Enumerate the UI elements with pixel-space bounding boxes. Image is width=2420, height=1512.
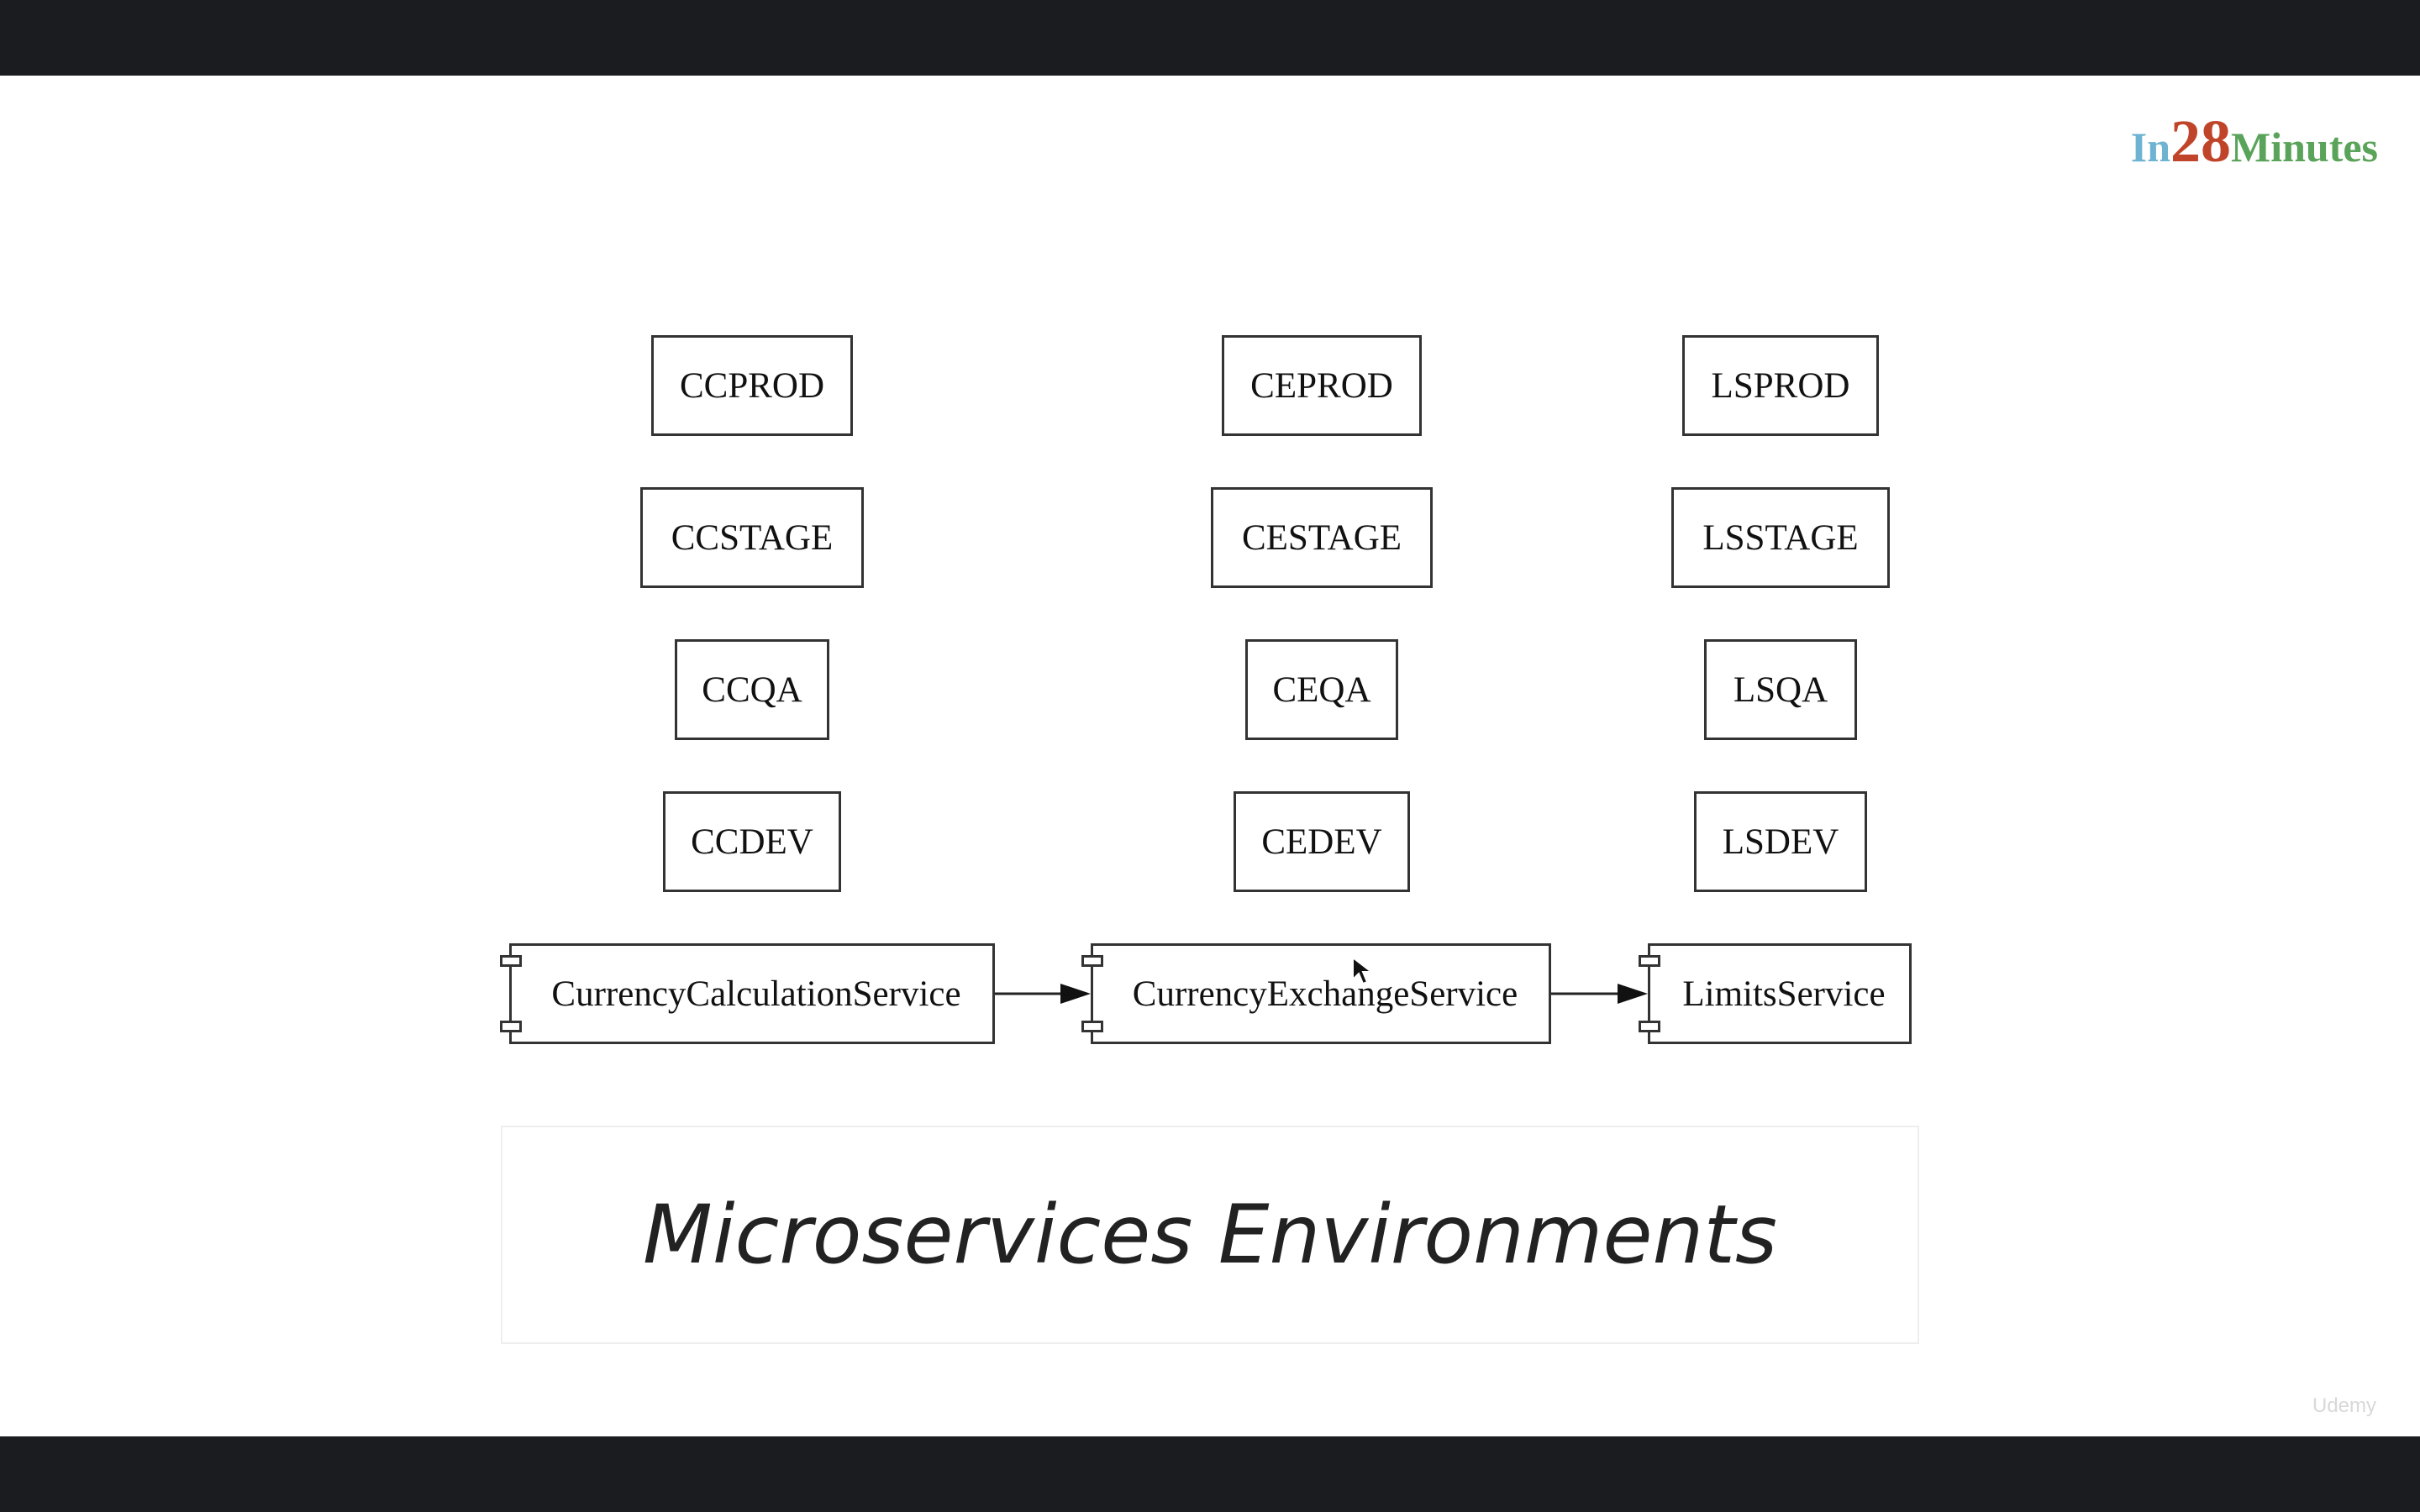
arrow-exchange-to-limits — [1551, 984, 1648, 1004]
env-box-lsqa: LSQA — [1704, 639, 1857, 740]
env-box-ceprod: CEPROD — [1222, 335, 1422, 436]
env-box-ccstage: CCSTAGE — [640, 487, 864, 588]
component-port-icon — [1639, 1021, 1660, 1032]
env-box-ccqa: CCQA — [675, 639, 829, 740]
component-port-icon — [1081, 1021, 1103, 1032]
env-box-cedev: CEDEV — [1234, 791, 1410, 892]
env-box-ccdev: CCDEV — [663, 791, 841, 892]
component-port-icon — [500, 955, 522, 967]
service-label: CurrencyCalculationService — [551, 974, 961, 1014]
slide: In28Minutes CCPROD CCSTAGE CCQA CCDEV CE… — [0, 76, 2420, 1436]
slide-title: Microservices Environments — [643, 1188, 1777, 1282]
env-box-ccprod: CCPROD — [651, 335, 853, 436]
arrow-calculation-to-exchange — [995, 984, 1091, 1004]
service-label: LimitsService — [1682, 974, 1886, 1014]
video-letterbox-top — [0, 0, 2420, 76]
video-letterbox-bottom — [0, 1436, 2420, 1512]
udemy-watermark: Udemy — [2312, 1394, 2376, 1418]
logo-text-minutes: Minutes — [2231, 123, 2378, 171]
service-box-currency-calculation: CurrencyCalculationService — [500, 943, 995, 1044]
service-box-currency-exchange: CurrencyExchangeService — [1081, 943, 1551, 1044]
service-label: CurrencyExchangeService — [1132, 974, 1518, 1014]
logo-text-28: 28 — [2170, 108, 2231, 175]
env-box-ceqa: CEQA — [1245, 639, 1398, 740]
env-box-lsprod: LSPROD — [1682, 335, 1879, 436]
logo-text-in: In — [2130, 123, 2170, 171]
env-box-lsdev: LSDEV — [1694, 791, 1867, 892]
caption-box: Microservices Environments — [501, 1126, 1919, 1344]
in28minutes-logo: In28Minutes — [2131, 111, 2378, 171]
component-port-icon — [1639, 955, 1660, 967]
udemy-watermark-text: Udemy — [2312, 1394, 2377, 1417]
env-box-lsstage: LSSTAGE — [1671, 487, 1890, 588]
env-box-cestage: CESTAGE — [1211, 487, 1433, 588]
mouse-cursor-icon — [1351, 955, 1376, 986]
component-port-icon — [500, 1021, 522, 1032]
component-port-icon — [1081, 955, 1103, 967]
service-box-limits: LimitsService — [1639, 943, 1912, 1044]
